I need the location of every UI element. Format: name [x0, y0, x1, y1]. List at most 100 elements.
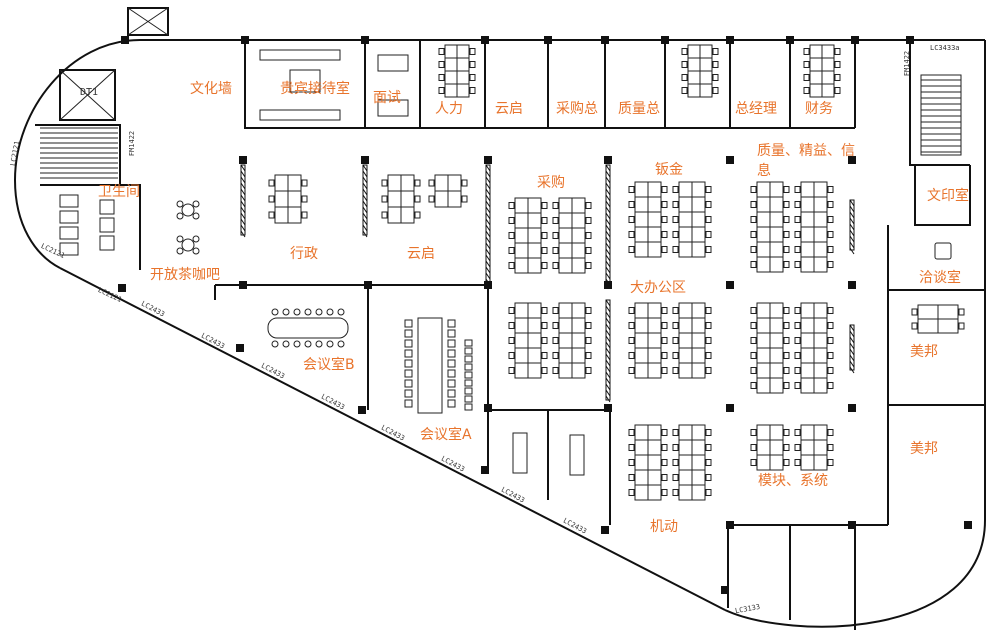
workstation-desk: [387, 174, 402, 192]
workstation-desk: [571, 257, 586, 274]
workstation-desk: [514, 317, 529, 334]
workstation-desk: [514, 302, 529, 319]
workstation-desk: [527, 317, 542, 334]
workstation-desk: [571, 302, 586, 319]
workstation-desk: [800, 226, 815, 243]
chair: [447, 349, 456, 358]
workstation-desk: [447, 190, 462, 208]
chair: [282, 340, 290, 348]
chair: [834, 61, 841, 68]
workstation-desk: [678, 211, 693, 228]
chair: [304, 340, 312, 348]
workstation-desk: [571, 347, 586, 364]
workstation-desk: [756, 181, 771, 198]
chair: [672, 186, 679, 193]
chair: [672, 352, 679, 359]
chair: [282, 308, 290, 316]
partition-hatch: [605, 365, 611, 373]
workstation-desk: [691, 317, 706, 334]
chair: [827, 201, 834, 208]
partition-hatch: [485, 266, 491, 274]
chair: [447, 339, 456, 348]
workstation-desk: [691, 362, 706, 379]
workstation-desk: [769, 196, 784, 213]
workstation-desk: [571, 332, 586, 349]
workstation-desk: [558, 257, 573, 274]
workstation-desk: [647, 241, 662, 258]
chair: [628, 459, 635, 466]
chair: [783, 231, 790, 238]
chair: [268, 179, 275, 187]
workstation-desk: [634, 424, 649, 441]
column: [906, 36, 914, 44]
chair: [712, 87, 719, 94]
glass-partition: [362, 164, 368, 236]
chair: [628, 307, 635, 314]
partition-hatch: [485, 260, 491, 268]
chair: [783, 307, 790, 314]
column: [964, 521, 972, 529]
column: [484, 404, 492, 412]
partition-hatch: [605, 395, 611, 403]
partition-hatch: [485, 236, 491, 244]
chair: [585, 202, 592, 209]
partition-hatch: [605, 236, 611, 244]
workstation-desk: [456, 44, 470, 59]
partition-hatch: [605, 176, 611, 184]
label-module-system: 模块、系统: [758, 473, 828, 489]
workstation-desk: [274, 206, 289, 224]
workstation-desk: [691, 439, 706, 456]
workstation-desk: [800, 347, 815, 364]
workstation-desk: [769, 424, 784, 441]
partition-hatch: [485, 164, 491, 172]
workstation-desk: [800, 181, 815, 198]
partition-hatch: [849, 324, 855, 332]
column: [361, 36, 369, 44]
restroom-wall: [40, 184, 141, 270]
chair: [381, 195, 388, 203]
partition-hatch: [849, 211, 855, 219]
column: [726, 156, 734, 164]
chair: [672, 216, 679, 223]
partition-hatch: [362, 218, 368, 226]
workstation-desk: [756, 424, 771, 441]
partition-hatch: [849, 366, 855, 374]
chair: [712, 48, 719, 55]
workstation-desk: [558, 242, 573, 259]
chair: [705, 444, 712, 451]
workstation-desk: [571, 227, 586, 244]
chair: [541, 232, 548, 239]
chair: [404, 369, 413, 378]
workstation-desk: [813, 332, 828, 349]
chair: [469, 87, 476, 94]
chair: [827, 444, 834, 451]
chair: [681, 48, 688, 55]
chair: [705, 367, 712, 374]
workstation-desk: [444, 57, 458, 72]
partition-hatch: [485, 212, 491, 220]
partition-hatch: [605, 341, 611, 349]
partition-hatch: [849, 360, 855, 368]
partition-hatch: [605, 170, 611, 178]
workstation-desk: [813, 181, 828, 198]
chair: [672, 337, 679, 344]
toilet-stall: [99, 235, 115, 251]
workstation-desk: [287, 174, 302, 192]
workstation-desk: [769, 362, 784, 379]
chair: [326, 340, 334, 348]
chair: [541, 322, 548, 329]
chair: [705, 337, 712, 344]
partition-hatch: [605, 164, 611, 172]
chair: [783, 261, 790, 268]
workstation-desk: [756, 377, 771, 394]
workstation-desk: [527, 212, 542, 229]
partition-hatch: [849, 247, 855, 255]
workstation-desk: [821, 70, 835, 85]
workstation-desk: [558, 302, 573, 319]
chair: [661, 246, 668, 253]
workstation-desk: [769, 317, 784, 334]
partition-hatch: [605, 230, 611, 238]
chair: [750, 186, 757, 193]
chair: [672, 444, 679, 451]
chair: [585, 262, 592, 269]
